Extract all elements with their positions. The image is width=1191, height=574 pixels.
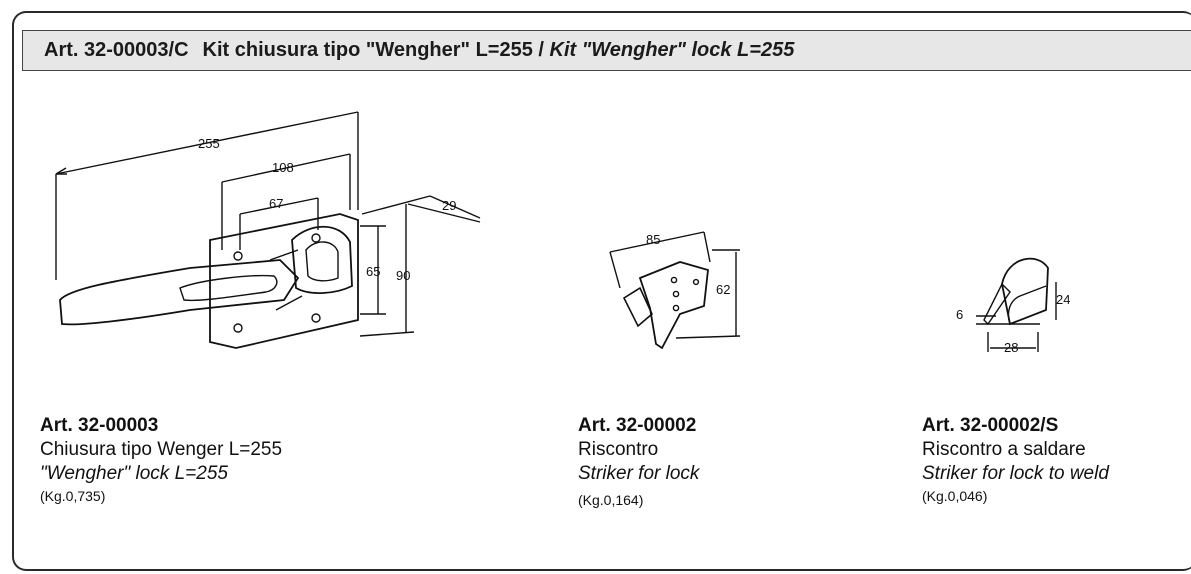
product-code: Art. 32-00002 <box>578 415 697 436</box>
striker-drawing: 85 62 <box>600 222 750 357</box>
product-32-00002: Art. 32-00002 Riscontro Striker for lock… <box>578 414 699 510</box>
kit-title-it: Kit chiusura tipo "Wengher" L=255 <box>202 39 533 61</box>
dim-24: 24 <box>1056 292 1070 307</box>
dim-255: 255 <box>198 136 220 151</box>
product-card <box>12 11 1191 571</box>
dim-29: 29 <box>442 198 456 213</box>
header-title: Art. 32-00003/C Kit chiusura tipo "Wenghe… <box>44 31 794 70</box>
product-weight: (Kg.0,735) <box>40 488 106 504</box>
dim-62: 62 <box>716 282 730 297</box>
dim-85: 85 <box>646 232 660 247</box>
wengher-lock-drawing: 255 108 67 29 65 90 <box>40 110 500 360</box>
product-name-it: Riscontro <box>578 439 659 460</box>
kit-header: Art. 32-00003/C Kit chiusura tipo "Wenghe… <box>22 30 1191 71</box>
dim-65: 65 <box>366 264 380 279</box>
product-name-it: Riscontro a saldare <box>922 439 1086 460</box>
product-32-00003: Art. 32-00003 Chiusura tipo Wenger L=255… <box>40 414 282 506</box>
product-code: Art. 32-00002/S <box>922 415 1059 436</box>
product-code: Art. 32-00003 <box>40 415 159 436</box>
dim-67: 67 <box>269 196 283 211</box>
product-weight: (Kg.0,164) <box>578 492 644 508</box>
dim-6: 6 <box>956 307 963 322</box>
dim-90: 90 <box>396 268 410 283</box>
product-weight: (Kg.0,046) <box>922 488 988 504</box>
weld-striker-drawing: 6 24 28 <box>950 248 1070 358</box>
dim-108: 108 <box>272 160 294 175</box>
dim-28: 28 <box>1004 340 1018 355</box>
title-separator: / <box>538 39 544 61</box>
kit-code: Art. 32-00003/C <box>44 39 189 61</box>
kit-title-en: Kit "Wengher" lock L=255 <box>549 39 795 61</box>
product-name-en: Striker for lock <box>578 463 700 484</box>
product-32-00002-s: Art. 32-00002/S Riscontro a saldare Stri… <box>922 414 1109 506</box>
product-name-it: Chiusura tipo Wenger L=255 <box>40 439 283 460</box>
product-name-en: "Wengher" lock L=255 <box>40 463 228 484</box>
product-name-en: Striker for lock to weld <box>922 463 1109 484</box>
